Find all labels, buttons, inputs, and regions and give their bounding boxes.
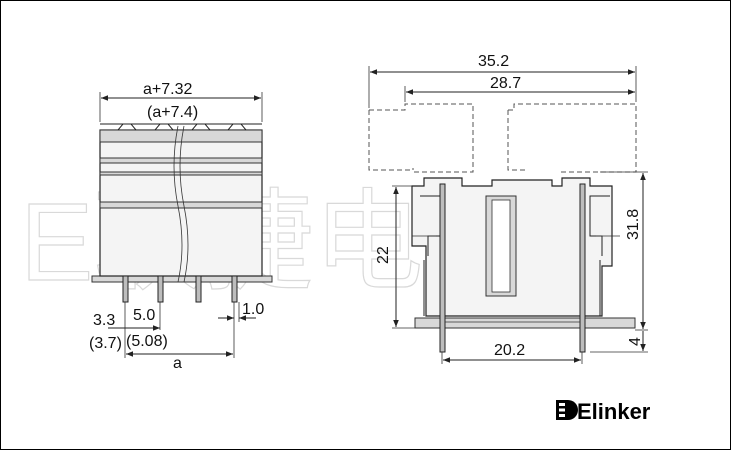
dim-pin-length: 4 bbox=[627, 337, 644, 346]
dim-overall-width: a+7.32 bbox=[143, 81, 192, 98]
brand-name: Elinker bbox=[577, 399, 651, 424]
right-pin-left bbox=[439, 183, 446, 353]
dim-pin-spacing: 20.2 bbox=[494, 342, 525, 359]
dim-edge-offset: 3.3 bbox=[93, 312, 115, 329]
dim-overall-length: 35.2 bbox=[478, 53, 509, 70]
dim-height-body: 22 bbox=[375, 246, 392, 264]
left-pin bbox=[195, 275, 202, 303]
right-base-plate bbox=[414, 317, 636, 329]
dim-pitch-alt: (5.08) bbox=[126, 333, 168, 350]
dim-edge-offset-alt: (3.7) bbox=[89, 335, 122, 352]
left-view: a+7.32 (a+7.4) 3.3 5.0 1.0 (3.7) (5.08) … bbox=[89, 81, 273, 372]
screw-notch bbox=[191, 123, 211, 131]
brand-logo: Elinker bbox=[556, 399, 651, 424]
left-pin bbox=[231, 275, 238, 303]
left-band bbox=[99, 201, 263, 209]
dim-pitch: 5.0 bbox=[133, 307, 155, 324]
right-view: 35.2 28.7 31.8 4 22 20.2 bbox=[368, 53, 648, 364]
elinker-logo-icon bbox=[556, 400, 578, 420]
left-band bbox=[99, 171, 263, 176]
dim-pin-width: 1.0 bbox=[242, 301, 264, 318]
screw-notch bbox=[117, 123, 137, 131]
dim-span: a bbox=[173, 355, 182, 372]
screw-notch bbox=[227, 123, 247, 131]
plug-outline-left bbox=[369, 103, 474, 173]
dim-overall-width-alt: (a+7.4) bbox=[147, 104, 198, 121]
plug-outline-right bbox=[508, 103, 637, 173]
left-pin bbox=[157, 275, 164, 303]
break-line bbox=[173, 125, 183, 283]
screw-notch bbox=[154, 123, 174, 131]
break-line bbox=[179, 125, 189, 283]
left-base-plate bbox=[91, 275, 273, 283]
left-top-band bbox=[99, 129, 263, 143]
dim-height-total: 31.8 bbox=[625, 209, 642, 240]
left-pin bbox=[122, 275, 129, 303]
right-pin-right bbox=[579, 183, 586, 353]
dim-inner-length: 28.7 bbox=[490, 75, 521, 92]
left-band bbox=[99, 157, 263, 164]
